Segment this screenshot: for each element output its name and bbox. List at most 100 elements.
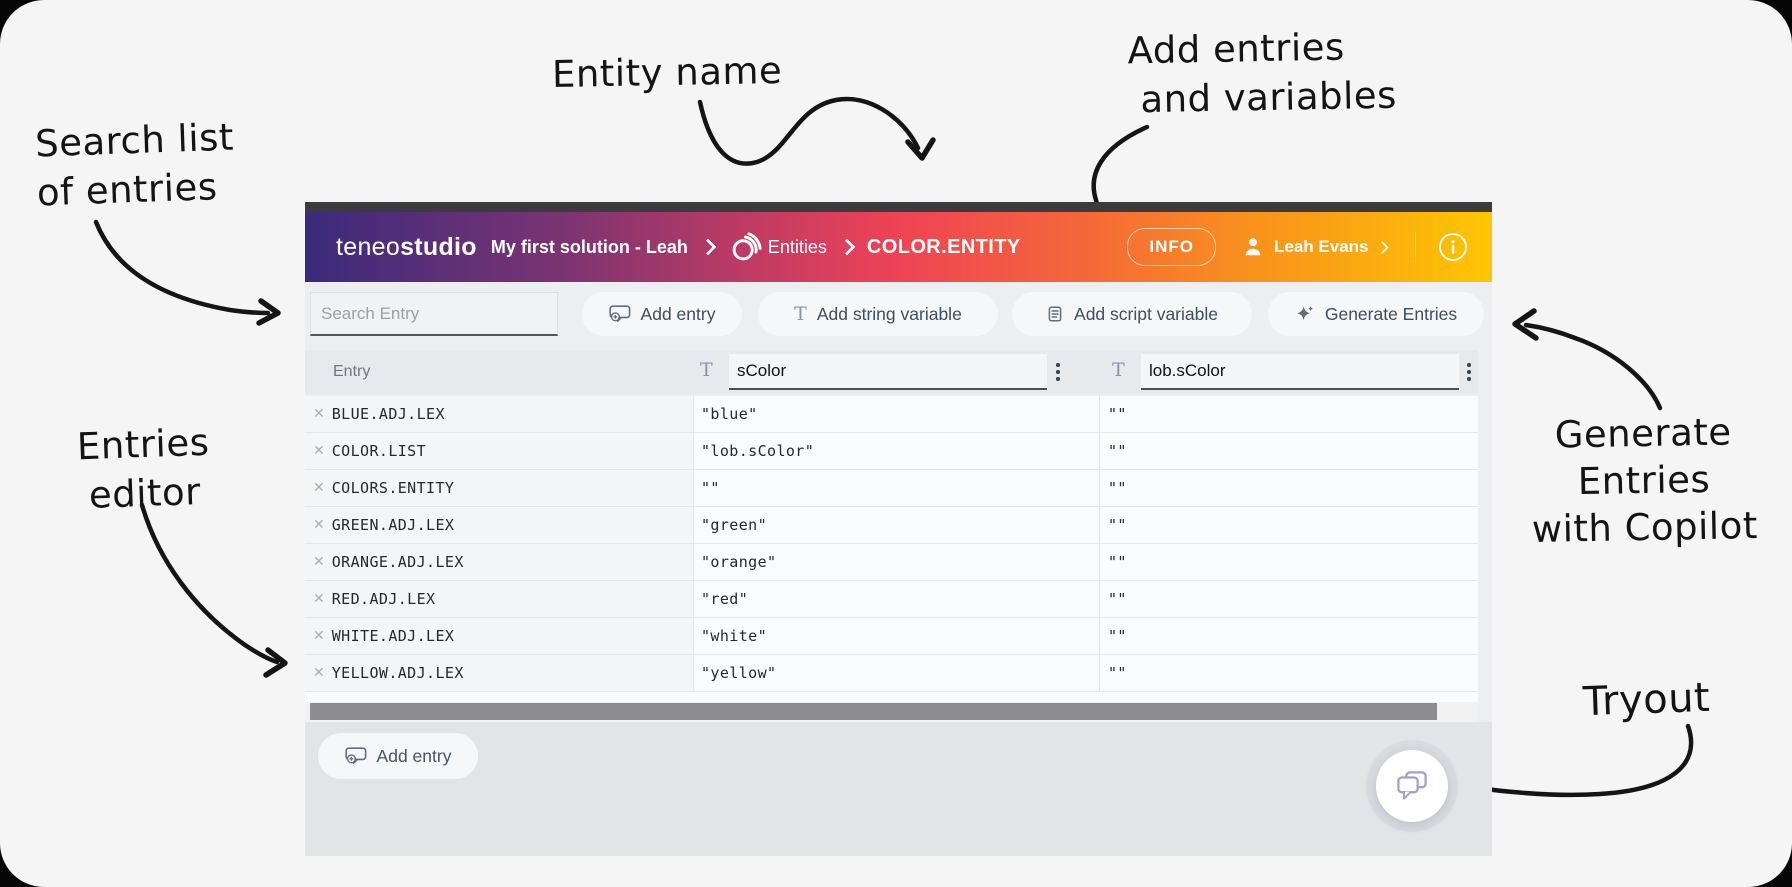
search-input[interactable] [310,292,558,336]
tryout-button[interactable] [1376,750,1448,822]
delete-entry-icon[interactable]: ✕ [313,628,325,644]
info-circle-icon[interactable] [1438,232,1468,262]
chevron-right-icon [699,238,717,256]
user-name: Leah Evans [1274,237,1369,256]
delete-entry-icon[interactable]: ✕ [313,480,325,496]
generate-entries-button[interactable]: Generate Entries [1268,292,1484,336]
variable2-value[interactable]: "" [1108,516,1127,534]
breadcrumb-entities[interactable]: Entities [767,236,827,257]
delete-entry-icon[interactable]: ✕ [313,406,325,422]
variable1-value[interactable]: "lob.sColor" [701,442,815,460]
script-icon [1048,306,1062,322]
entry-column-header: Entry [333,363,371,380]
annotation-line: Tryout [1582,674,1711,726]
variable1-value[interactable]: "yellow" [701,664,777,682]
arrow-entity-name [697,96,921,166]
delete-entry-icon[interactable]: ✕ [313,554,325,570]
annotation-entries-editor: Entries editor [70,418,217,521]
info-button[interactable]: INFO [1127,228,1216,266]
entry-name: YELLOW.ADJ.LEX [331,664,464,682]
variable2-name-input[interactable] [1141,354,1459,390]
entry-name: BLUE.ADJ.LEX [331,405,445,423]
variable1-value[interactable]: "" [701,479,720,497]
delete-entry-icon[interactable]: ✕ [313,665,325,681]
entry-name: COLOR.LIST [331,442,427,460]
delete-entry-icon[interactable]: ✕ [313,591,325,607]
variable1-value[interactable]: "green" [701,516,768,534]
delete-entry-icon[interactable]: ✕ [313,517,325,533]
app-window: teneostudio My first solution - Leah Ent… [305,202,1492,856]
variable2-value[interactable]: "" [1108,405,1127,423]
table-row[interactable]: ✕ YELLOW.ADJ.LEX "yellow" "" [305,655,1478,692]
entry-name: WHITE.ADJ.LEX [331,627,455,645]
chat-bubbles-icon [1397,771,1427,800]
table-row[interactable]: ✕GREEN.ADJ.LEX "green" "" [305,507,1478,544]
variable2-value[interactable]: "" [1108,553,1127,571]
variable1-name-input[interactable] [729,354,1047,390]
chevron-right-icon [838,238,856,256]
entry-name: RED.ADJ.LEX [331,590,436,608]
add-string-variable-label: Add string variable [816,303,962,324]
variable1-value[interactable]: "white" [701,627,768,645]
add-script-variable-button[interactable]: Add script variable [1012,292,1252,336]
table-row[interactable]: ✕ RED.ADJ.LEX "red" "" [305,581,1478,618]
annotation-entity-name: Entity name [552,46,783,99]
annotation-tryout: Tryout [1582,674,1711,727]
bottom-bar: Add entry [305,722,1492,856]
user-menu[interactable]: Leah Evans [1242,236,1389,258]
string-variable-icon: T [700,359,713,381]
header-divider [1414,232,1416,262]
breadcrumb-solution[interactable]: My first solution - Leah [490,236,688,257]
variable2-value[interactable]: "" [1108,627,1127,645]
add-script-variable-label: Add script variable [1074,303,1218,324]
annotation-line: Entries [1577,457,1711,504]
table-row[interactable]: ✕ COLORS.ENTITY "" "" [305,470,1478,507]
variable2-value[interactable]: "" [1108,590,1127,608]
table-row[interactable]: ✕ BLUE.ADJ.LEX "blue" "" [305,396,1478,433]
variable2-value[interactable]: "" [1108,479,1127,497]
annotation-line: Entries [76,420,211,469]
teneo-studio-logo: teneostudio [336,233,477,262]
logo-studio: studio [400,232,477,261]
arrow-generate-head [1512,308,1539,341]
add-entry-bottom-button[interactable]: Add entry [318,733,478,779]
column-menu-icon[interactable] [1049,359,1067,385]
arrow-search-list-head [256,298,281,326]
annotation-line: and variables [1140,73,1398,122]
scrollbar-thumb[interactable] [310,703,1437,720]
table-row[interactable]: ✕ WHITE.ADJ.LEX "white" "" [305,618,1478,655]
arrow-search-list [93,219,271,316]
arrow-entity-name-head [905,137,936,161]
arrow-generate [1523,322,1663,411]
entry-name: COLORS.ENTITY [331,479,455,497]
breadcrumb-entity-name: COLOR.ENTITY [866,235,1021,258]
annotation-line: Generate [1554,410,1732,457]
variable2-value[interactable]: "" [1108,442,1127,460]
string-variable-icon: T [1112,359,1125,381]
variable1-value[interactable]: "blue" [701,405,758,423]
table-row[interactable]: ✕ COLOR.LIST "lob.sColor" "" [305,433,1478,470]
variable2-value[interactable]: "" [1108,664,1127,682]
add-string-variable-button[interactable]: T Add string variable [758,292,998,336]
variable1-value[interactable]: "red" [701,590,749,608]
bubble-plus-icon [608,305,630,322]
table-header: Entry T T [305,350,1478,394]
annotation-line: Entity name [551,48,783,97]
person-icon [1245,238,1261,256]
annotation-line: of entries [36,165,219,215]
variable1-value[interactable]: "orange" [701,553,777,571]
table-row[interactable]: ✕ORANGE.ADJ.LEX "orange" "" [305,544,1478,581]
app-header: teneostudio My first solution - Leah Ent… [305,212,1492,282]
arrow-entries-editor-head [263,647,288,678]
delete-entry-icon[interactable]: ✕ [313,443,325,459]
horizontal-scrollbar[interactable] [305,702,1478,722]
entities-icon [732,232,762,261]
logo-teneo: teneo [336,232,401,261]
column-menu-icon[interactable] [1460,359,1478,385]
annotation-generate-copilot: Generate Entries with Copilot [1527,408,1761,553]
add-entry-button[interactable]: Add entry [582,292,742,336]
annotation-line: editor [88,470,202,517]
entries-table: ✕ BLUE.ADJ.LEX "blue" "" ✕ COLOR.LIST "lob… [305,396,1478,702]
